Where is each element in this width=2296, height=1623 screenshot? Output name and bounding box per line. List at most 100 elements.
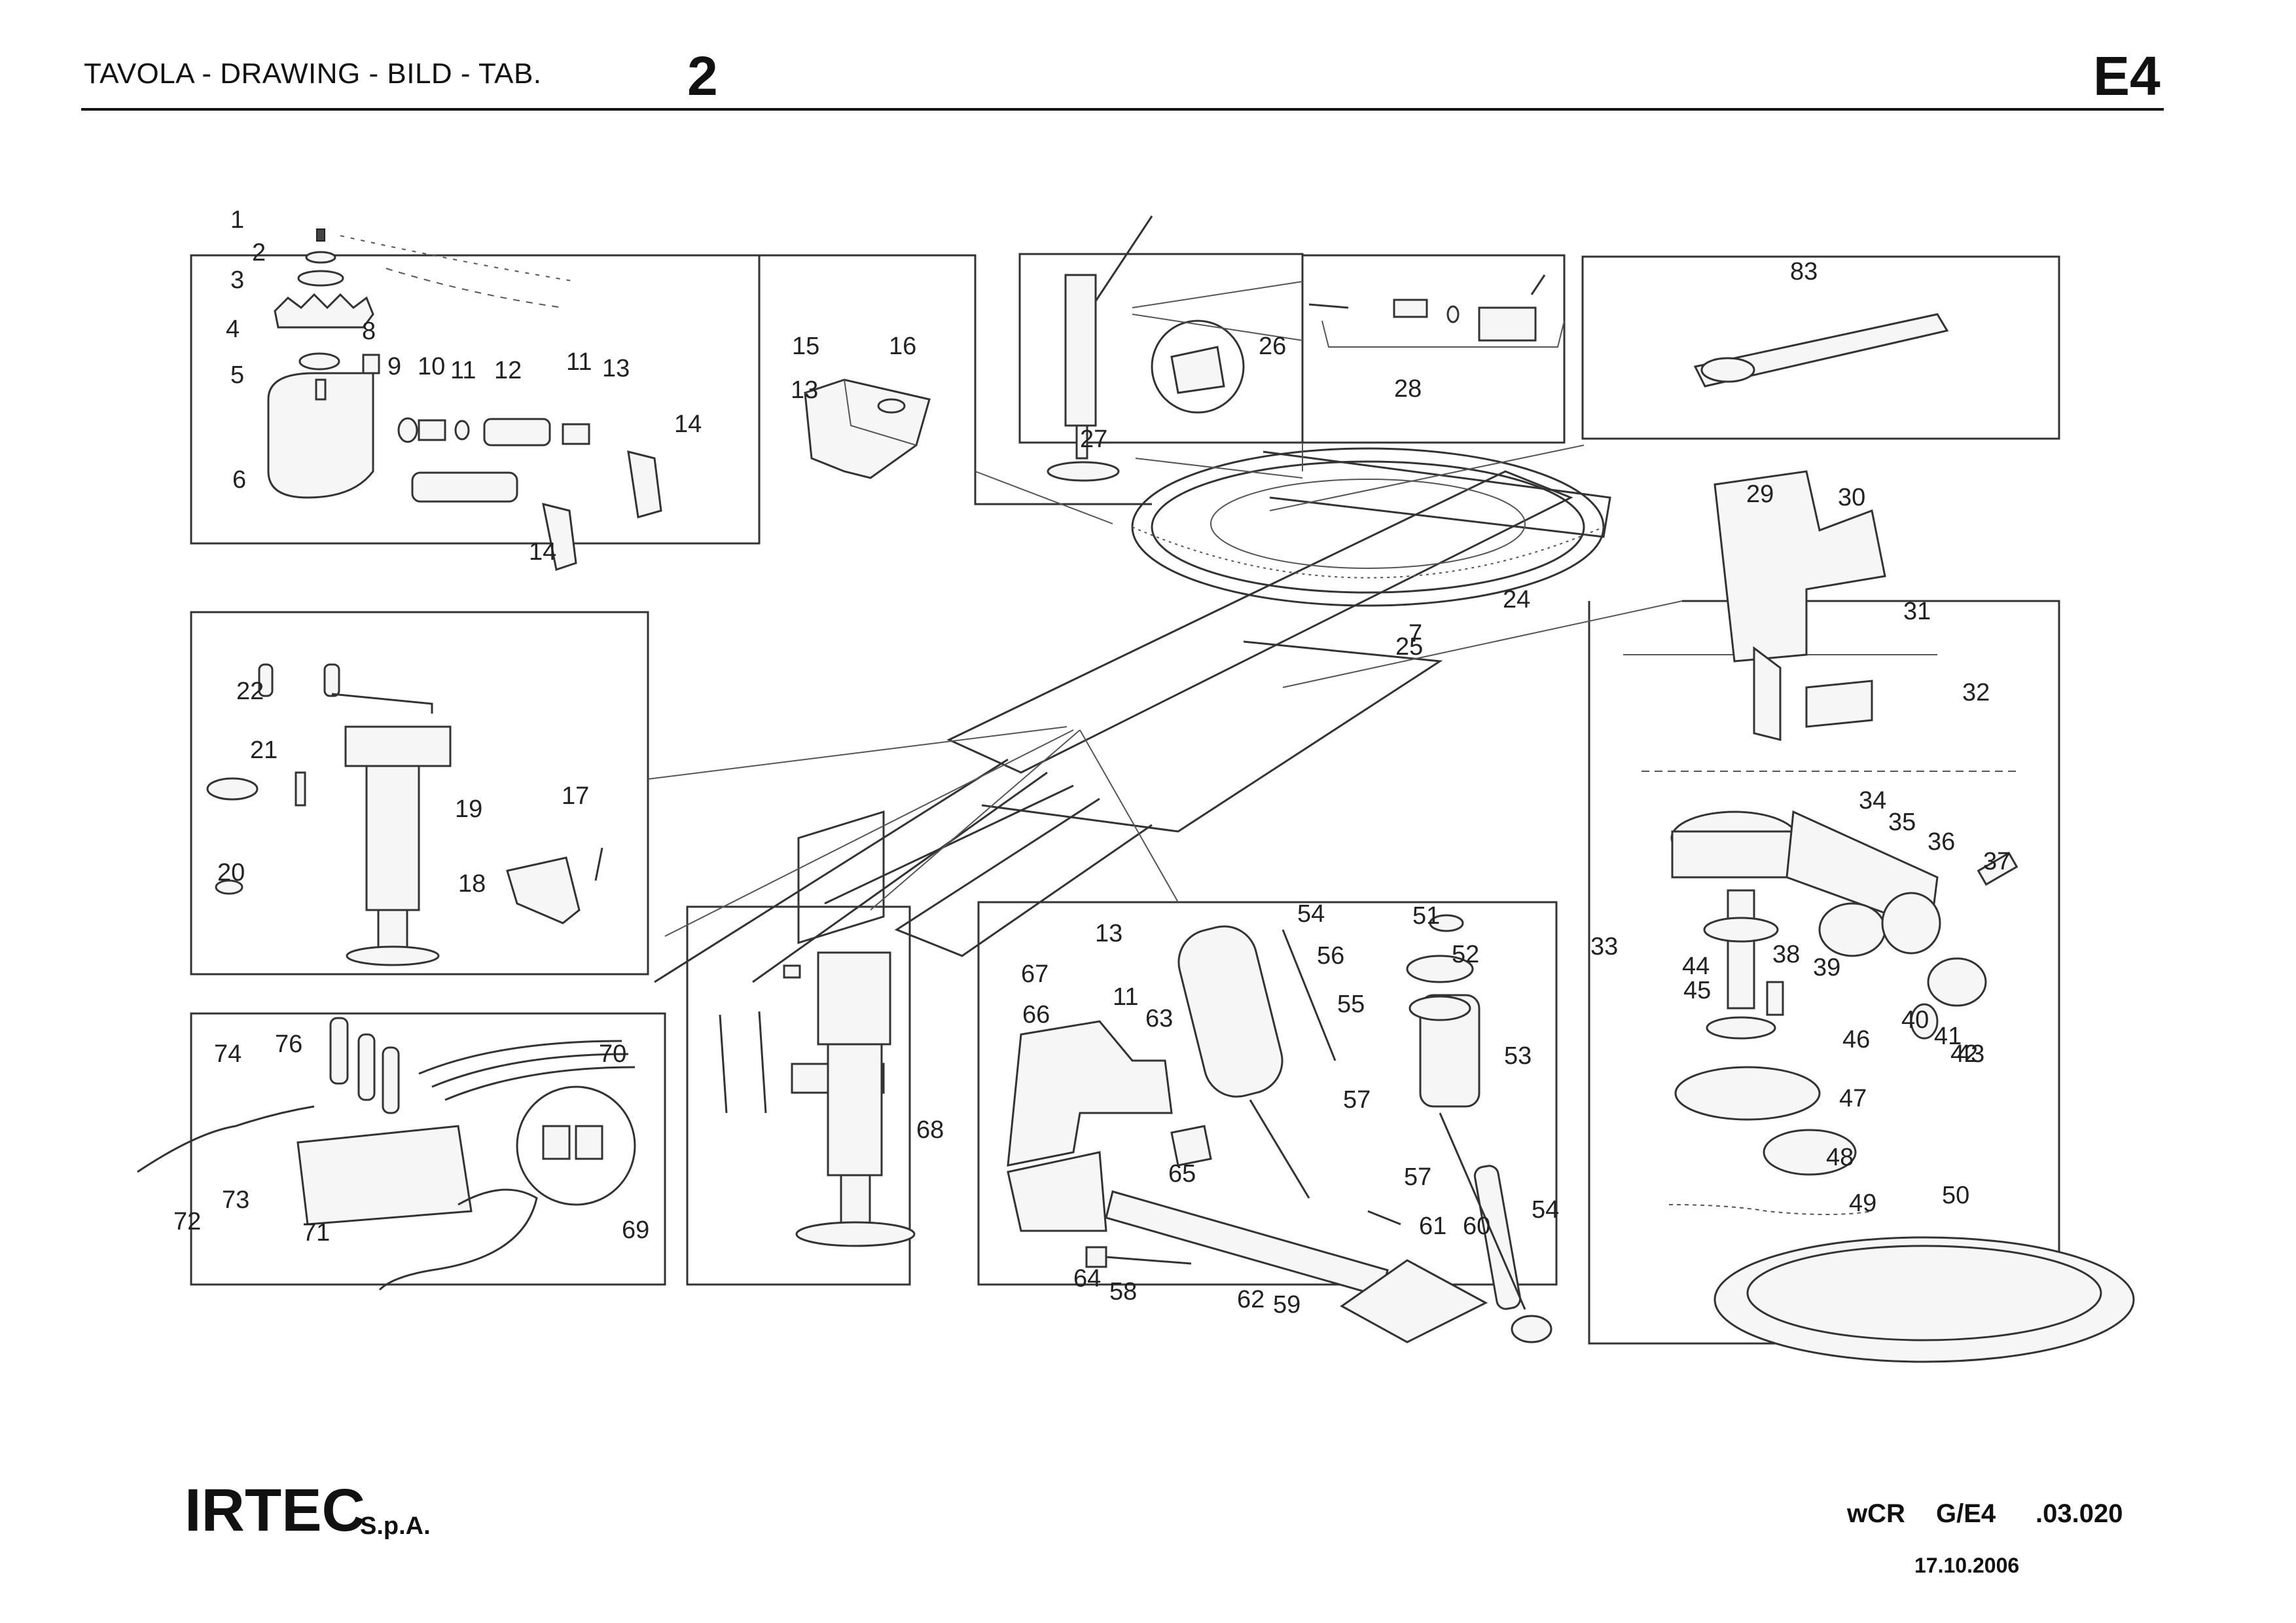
callout-label: 21	[250, 737, 278, 764]
callout-label: 61	[1419, 1213, 1446, 1240]
callout-label: 56	[1317, 942, 1344, 970]
panel-cylinder	[977, 901, 1558, 1286]
callout-label: 57	[1343, 1086, 1371, 1114]
callout-label: 43	[1957, 1040, 1984, 1068]
callout-label: 60	[1463, 1213, 1490, 1240]
callout-label: 1	[230, 206, 244, 234]
callout-label: 4	[226, 316, 240, 343]
table-number: 2	[687, 45, 718, 107]
callout-label: 18	[458, 870, 486, 898]
cylinder-parts	[1007, 914, 1552, 1343]
callout-label: 45	[1683, 977, 1711, 1004]
callout-label: 11	[1113, 983, 1138, 1011]
callout-label: 68	[916, 1116, 944, 1144]
leader-lines	[647, 443, 1937, 937]
company-name: IRTEC	[185, 1477, 365, 1544]
callout-label: 47	[1839, 1085, 1867, 1112]
callout-label: 19	[455, 795, 482, 823]
callout-label: 48	[1826, 1144, 1854, 1171]
callout-label: 25	[1395, 633, 1423, 661]
tube-parts	[1693, 313, 1949, 388]
callout-label: 83	[1790, 258, 1818, 285]
callout-label: 46	[1842, 1026, 1870, 1053]
turntable-ring-inner	[1151, 460, 1585, 594]
callout-label: 13	[791, 376, 818, 404]
callout-label: 22	[236, 678, 264, 705]
callout-label: 39	[1813, 954, 1840, 981]
callout-label: 69	[622, 1216, 649, 1244]
callout-label: 30	[1838, 484, 1865, 511]
callout-label: 17	[562, 782, 589, 810]
callout-label: 53	[1504, 1042, 1532, 1070]
callout-label: 64	[1073, 1265, 1101, 1292]
panel-jack	[190, 611, 649, 976]
callout-label: 3	[230, 266, 244, 294]
reference-code: .03.020	[2036, 1499, 2123, 1528]
gear-motor-parts	[267, 228, 662, 571]
leg-67-parts	[719, 951, 916, 1247]
callout-label: 50	[1942, 1182, 1969, 1209]
callout-label: 35	[1888, 809, 1916, 836]
jack-parts	[206, 663, 603, 966]
callout-label: 14	[674, 410, 702, 438]
panel-valve	[1302, 254, 1566, 444]
callout-label: 51	[1412, 902, 1440, 930]
callout-label: 70	[599, 1040, 626, 1068]
support-leg-parts	[1047, 215, 1565, 482]
callout-label: 66	[1022, 1001, 1050, 1029]
section-code: E4	[2093, 45, 2161, 107]
callout-label: 36	[1928, 828, 1955, 856]
panel-leg-67	[686, 905, 911, 1286]
company-suffix: S.p.A.	[360, 1512, 431, 1540]
callout-label: 65	[1168, 1160, 1196, 1188]
callout-label: 42	[1950, 1040, 1978, 1068]
callout-label: 13	[1095, 920, 1122, 947]
callout-label: 29	[1746, 481, 1774, 508]
panel-bracket	[759, 254, 1152, 505]
control-valve-parts	[137, 1017, 636, 1291]
callout-label: 15	[792, 333, 819, 360]
callout-label: 37	[1983, 848, 2011, 875]
header-rule	[81, 108, 2164, 111]
callout-label: 6	[232, 466, 246, 494]
callout-label: 33	[1590, 933, 1618, 960]
callout-label: 24	[1503, 586, 1530, 613]
callout-label: 59	[1273, 1291, 1300, 1319]
callout-label: 62	[1237, 1286, 1265, 1313]
callout-label: 5	[230, 361, 244, 389]
callout-label: 41	[1934, 1023, 1962, 1050]
panel-control-valve	[190, 1012, 666, 1286]
callout-label: 67	[1021, 960, 1049, 988]
callout-label: 7	[1408, 620, 1422, 647]
callout-label: 8	[362, 318, 376, 345]
bearing-ring-inner	[1746, 1245, 2102, 1341]
callout-label: 38	[1772, 941, 1800, 968]
callout-label: 57	[1404, 1163, 1431, 1191]
callout-label: 11	[566, 348, 592, 376]
model-code: wCR	[1847, 1499, 1905, 1528]
callout-label: 9	[387, 353, 401, 380]
callout-label: 12	[494, 357, 522, 384]
bracket-parts	[804, 378, 931, 479]
callout-label: 55	[1337, 991, 1365, 1018]
panel-pump-gear	[190, 254, 761, 545]
callout-label: 54	[1532, 1196, 1559, 1224]
callout-label: 32	[1962, 679, 1990, 706]
callout-label: 34	[1859, 787, 1886, 814]
callout-label: 63	[1145, 1005, 1173, 1032]
callout-label: 74	[214, 1040, 242, 1068]
gearbox-parts	[1668, 470, 2135, 1363]
central-frame	[654, 447, 1611, 983]
callout-label: 2	[252, 239, 266, 266]
callout-label: 72	[173, 1208, 201, 1235]
callout-label: 58	[1109, 1278, 1137, 1305]
callout-label: 16	[889, 333, 916, 360]
callout-label: 28	[1394, 375, 1422, 403]
turntable-opening	[1210, 479, 1526, 569]
callout-label: 26	[1259, 333, 1286, 360]
callout-label: 14	[529, 538, 556, 566]
callout-label: 27	[1080, 426, 1107, 453]
callout-label: 71	[302, 1219, 330, 1247]
